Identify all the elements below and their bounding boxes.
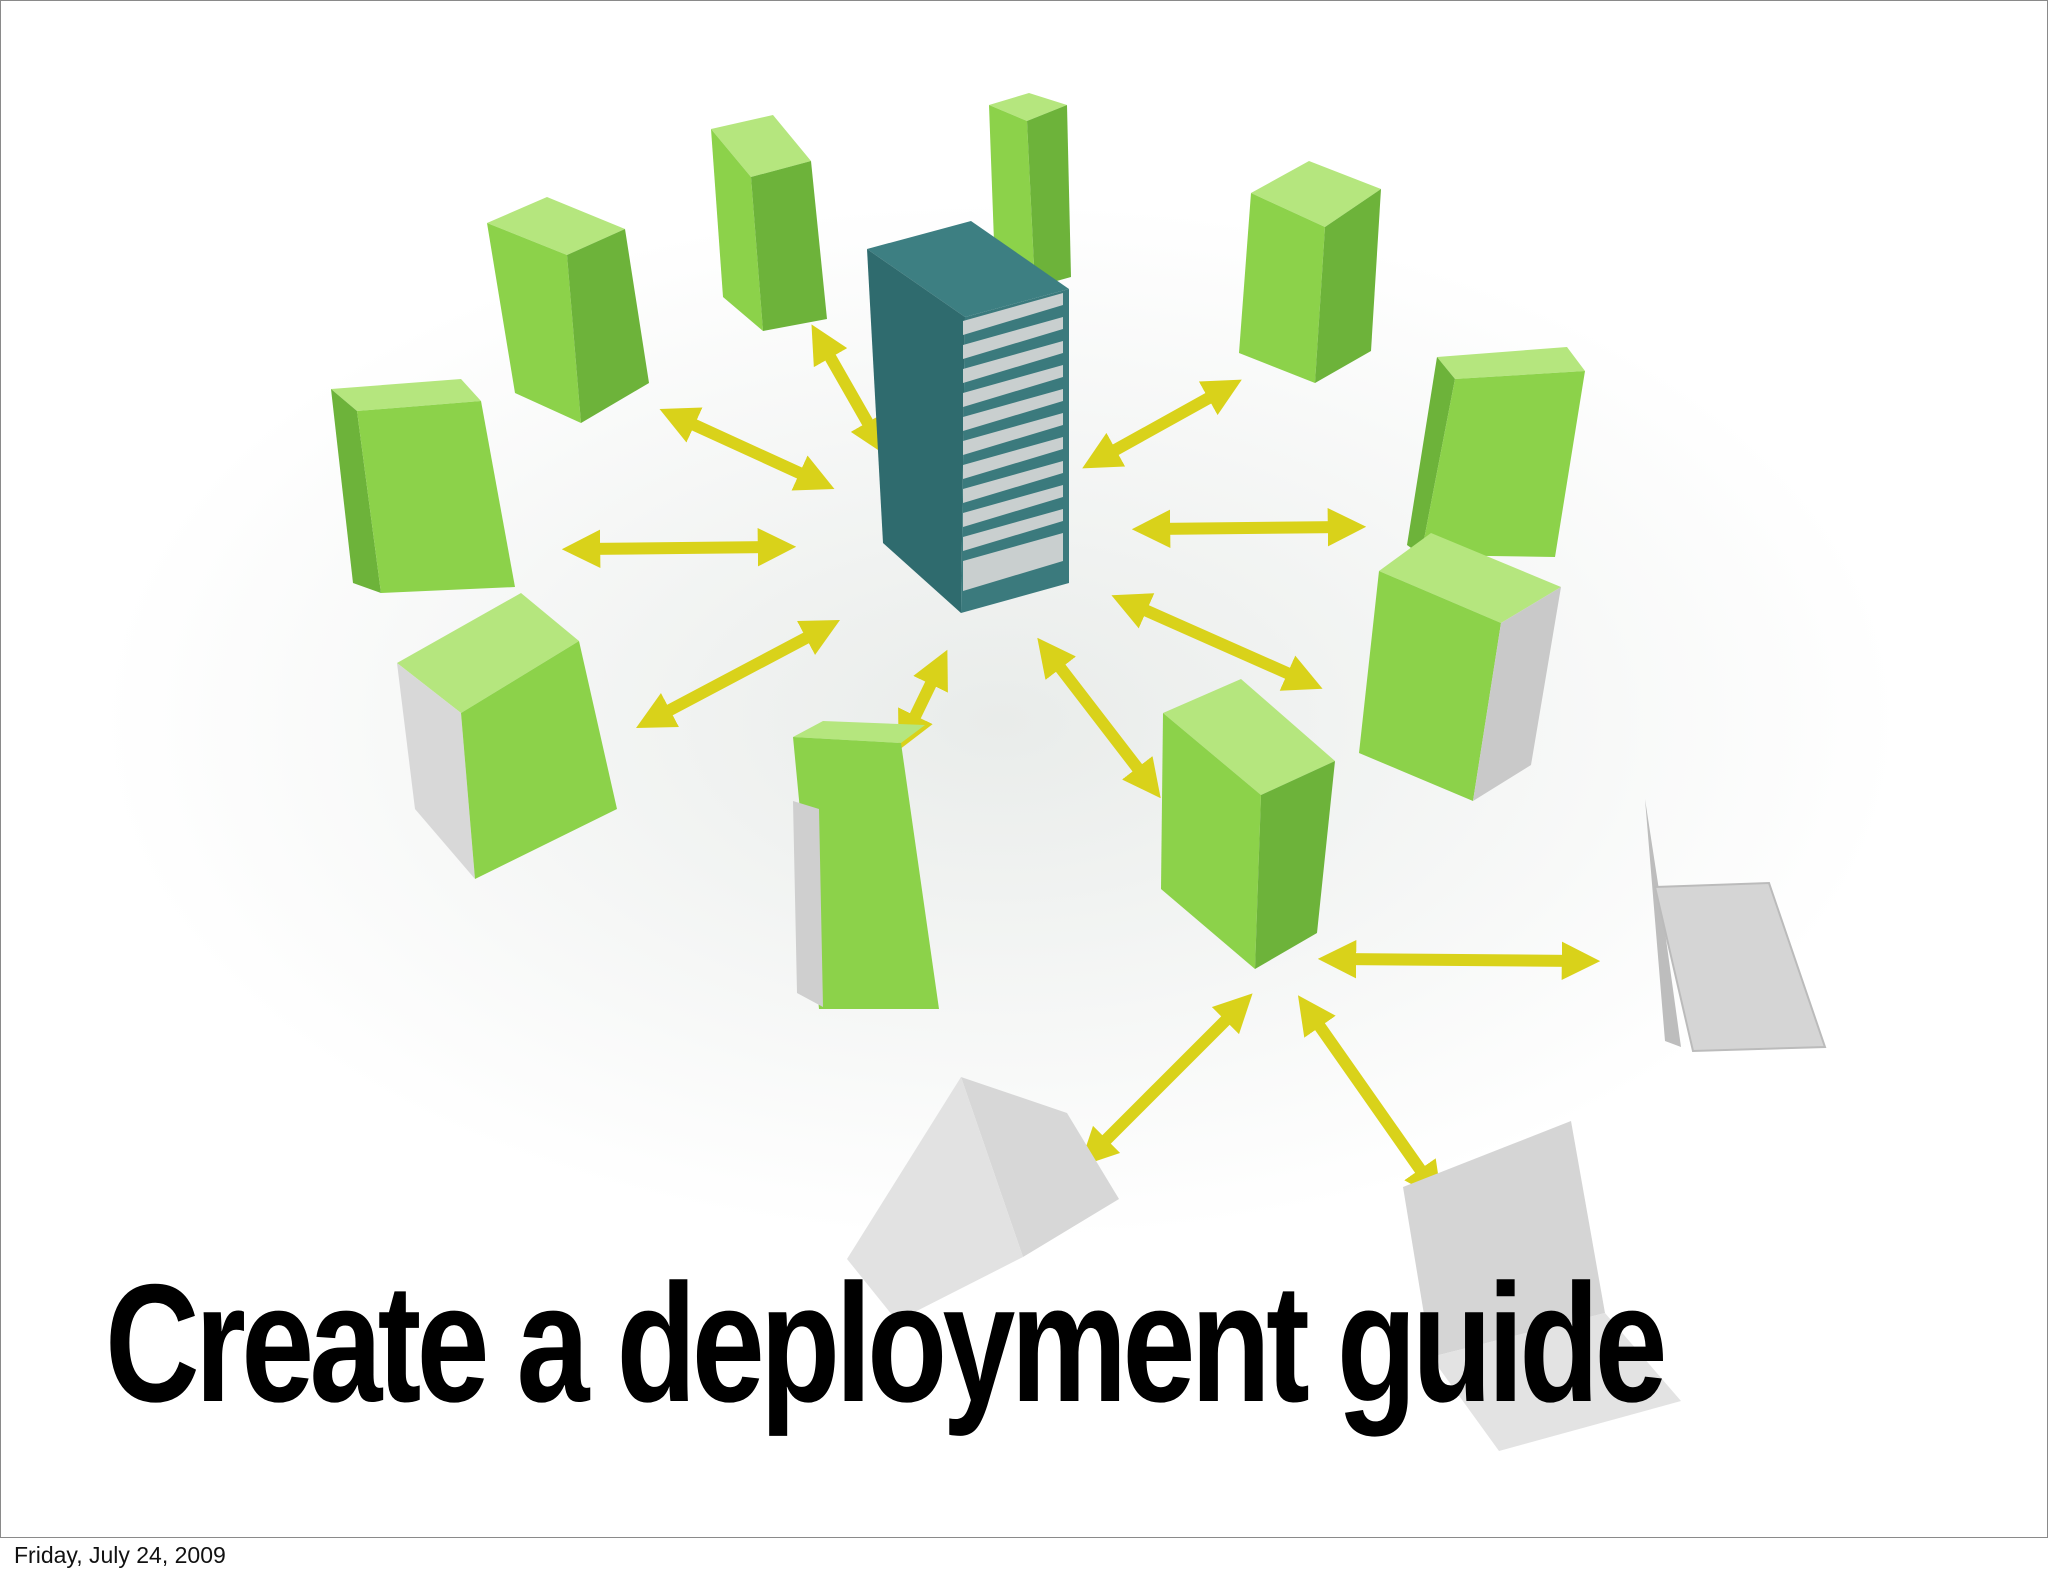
laptop-icon bbox=[847, 1077, 1119, 1321]
slide-title: Create a deployment guide bbox=[105, 1249, 1667, 1437]
server-tower-icon bbox=[793, 721, 939, 1009]
double-arrow-icon bbox=[1079, 993, 1253, 1167]
server-tower-icon bbox=[331, 379, 515, 593]
slide: Create a deployment guide bbox=[0, 0, 2048, 1538]
footer-date: Friday, July 24, 2009 bbox=[14, 1542, 226, 1568]
server-tower-icon bbox=[487, 197, 649, 423]
laptop-icon bbox=[1403, 1121, 1681, 1451]
double-arrow-icon bbox=[636, 620, 840, 728]
server-tower-icon bbox=[397, 593, 617, 879]
double-arrow-icon bbox=[659, 407, 835, 491]
peripheral-servers bbox=[331, 93, 1585, 1009]
network-illustration bbox=[101, 93, 1901, 1451]
laptops bbox=[847, 799, 1827, 1451]
double-arrow-icon bbox=[811, 324, 887, 456]
server-tower-icon bbox=[1407, 347, 1585, 557]
laptop-icon bbox=[1645, 799, 1827, 1053]
double-arrow-icon bbox=[561, 527, 797, 569]
double-arrow-icon bbox=[1082, 379, 1242, 469]
server-rack-icon bbox=[867, 221, 1069, 613]
double-arrow-icon bbox=[1037, 637, 1161, 799]
server-tower-icon bbox=[711, 115, 827, 331]
double-arrow-icon bbox=[1111, 593, 1323, 691]
server-tower-icon bbox=[1359, 533, 1561, 801]
connection-arrows bbox=[561, 324, 1601, 1201]
double-arrow-icon bbox=[1317, 939, 1601, 981]
double-arrow-icon bbox=[898, 649, 948, 751]
server-tower-icon bbox=[1161, 679, 1335, 969]
double-arrow-icon bbox=[1131, 507, 1367, 549]
double-arrow-icon bbox=[1297, 995, 1443, 1201]
server-tower-icon bbox=[1239, 161, 1381, 383]
